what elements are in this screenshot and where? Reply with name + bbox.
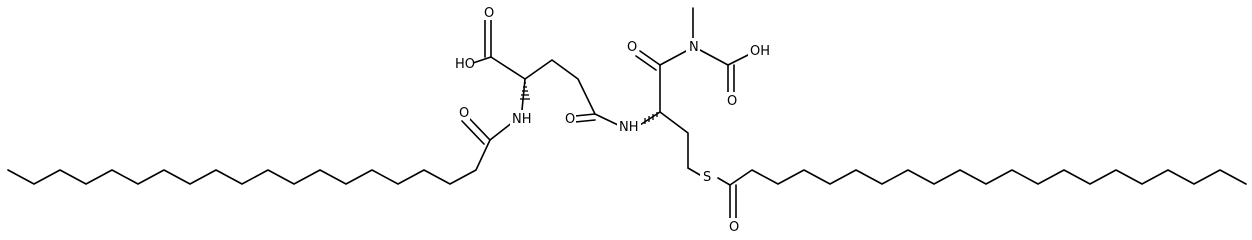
stereo-hash-wedge-cys <box>644 112 658 124</box>
svg-text:NH: NH <box>512 112 532 127</box>
palmitoyl-chain-left <box>7 139 491 185</box>
atom-label-oh-left: HO <box>452 55 475 72</box>
svg-text:S: S <box>703 170 711 185</box>
svg-text:N: N <box>689 40 699 55</box>
amide-bond-co-palm-1 <box>467 116 491 141</box>
bond-gamma-n <box>594 113 619 126</box>
atom-label-o-carbamic: O <box>724 92 738 109</box>
amide-bond-cn-palm <box>489 121 514 141</box>
atom-label-o-amide-palm: O <box>456 104 470 121</box>
palmitoyl-chain-right <box>729 169 1247 186</box>
gamma-amide-double-1 <box>574 113 596 117</box>
atom-label-o-amide-gln: O <box>562 110 576 127</box>
atom-label-n-methyl: N <box>686 38 700 55</box>
bond-n-carbamic <box>699 49 729 66</box>
atom-label-s: S <box>700 168 714 185</box>
gamma-amide-double-2 <box>574 119 596 123</box>
atom-label-o-acid-top: O <box>481 4 495 21</box>
cys-carbonyl-double-1 <box>639 50 661 66</box>
cys-side-chain <box>659 111 689 169</box>
stereo-hash-wedge-glu <box>520 82 530 100</box>
bond-alpha-carboxyl-glu <box>490 56 526 80</box>
svg-text:NH: NH <box>619 120 639 135</box>
atom-label-o-thioester: O <box>726 218 740 235</box>
svg-text:O: O <box>727 94 737 109</box>
atom-label-nh-palm: NH <box>510 110 534 127</box>
atom-label-o-amide-cys: O <box>624 38 638 55</box>
svg-text:O: O <box>459 106 469 121</box>
cys-carbonyl-double-2 <box>635 55 657 71</box>
svg-text:O: O <box>627 40 637 55</box>
glu-side-chain <box>524 59 596 115</box>
bond-s-carbonyl <box>717 177 731 186</box>
svg-text:OH: OH <box>750 44 770 59</box>
bond-ch2-s <box>687 167 701 176</box>
svg-text:O: O <box>729 220 739 235</box>
bond-carbonyl-nme <box>659 49 689 66</box>
svg-text:O: O <box>484 6 494 21</box>
svg-text:O: O <box>565 112 575 127</box>
amide-bond-co-palm-2 <box>461 120 485 145</box>
atom-label-nh-gln: NH <box>617 118 641 135</box>
atom-label-oh-right: OH <box>748 42 770 59</box>
carbamic-single-oh <box>727 54 749 66</box>
svg-text:HO: HO <box>455 57 475 72</box>
